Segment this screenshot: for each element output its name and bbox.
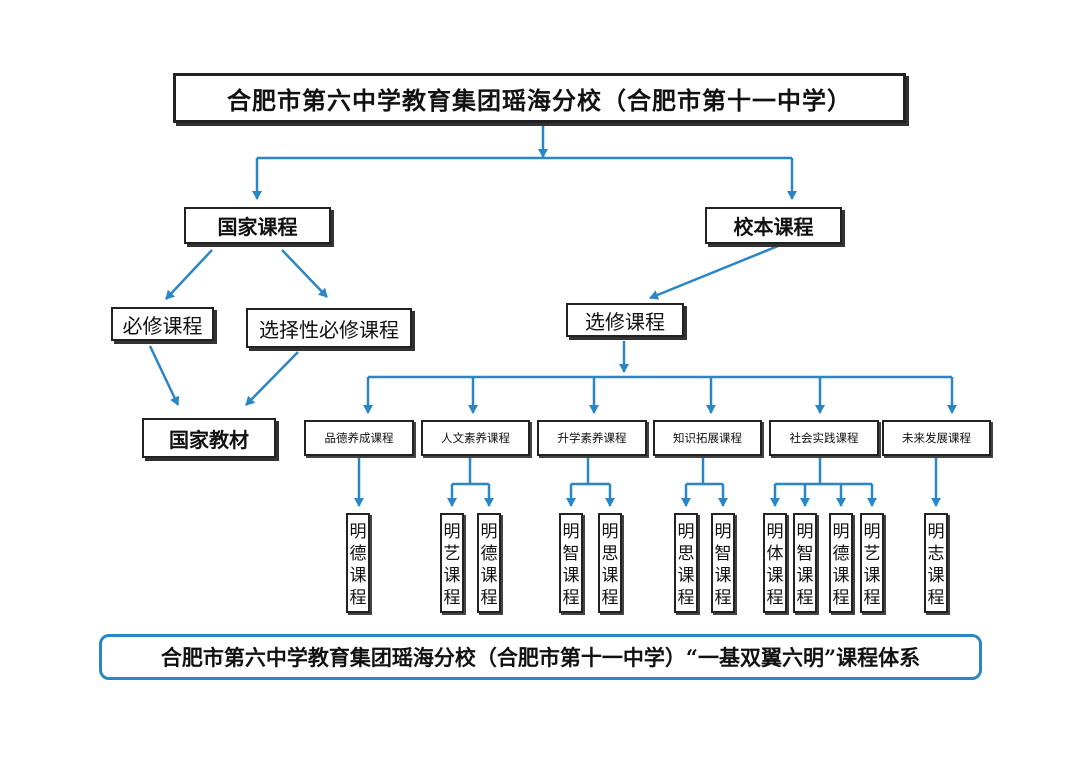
category-box: 未来发展课程	[882, 420, 991, 456]
leaf-course-box: 明艺课程	[440, 513, 464, 613]
required-course-box: 必修课程	[111, 307, 214, 341]
elective-course-box: 选修课程	[566, 303, 684, 337]
leaf-course-box: 明志课程	[924, 513, 948, 613]
category-box: 社会实践课程	[769, 420, 879, 456]
selective-required-course-box: 选择性必修课程	[246, 308, 412, 348]
leaf-course-box: 明艺课程	[860, 513, 884, 613]
connector-arrow	[148, 345, 180, 406]
national-course-box: 国家课程	[184, 207, 331, 244]
leaf-course-box: 明思课程	[598, 513, 622, 613]
connector-arrow	[649, 244, 779, 300]
leaf-course-box: 明德课程	[477, 513, 501, 613]
connector-arrow	[165, 249, 213, 300]
leaf-course-box: 明德课程	[829, 513, 853, 613]
category-box: 人文素养课程	[421, 420, 530, 456]
national-textbook-box: 国家教材	[142, 418, 276, 458]
connector-arrow	[245, 351, 299, 406]
leaf-course-box: 明智课程	[711, 513, 735, 613]
diagram-caption: 合肥市第六中学教育集团瑶海分校（合肥市第十一中学）“一基双翼六明”课程体系	[99, 634, 982, 680]
leaf-course-box: 明德课程	[346, 513, 370, 613]
leaf-course-box: 明体课程	[763, 513, 787, 613]
leaf-course-box: 明智课程	[793, 513, 817, 613]
school-title-box: 合肥市第六中学教育集团瑶海分校（合肥市第十一中学）	[173, 73, 906, 123]
school-course-box: 校本课程	[705, 207, 842, 244]
category-box: 升学素养课程	[537, 420, 647, 456]
leaf-course-box: 明智课程	[559, 513, 583, 613]
category-box: 知识拓展课程	[653, 420, 762, 456]
category-box: 品德养成课程	[304, 420, 414, 456]
leaf-course-box: 明思课程	[674, 513, 698, 613]
connector-arrow	[281, 249, 328, 298]
